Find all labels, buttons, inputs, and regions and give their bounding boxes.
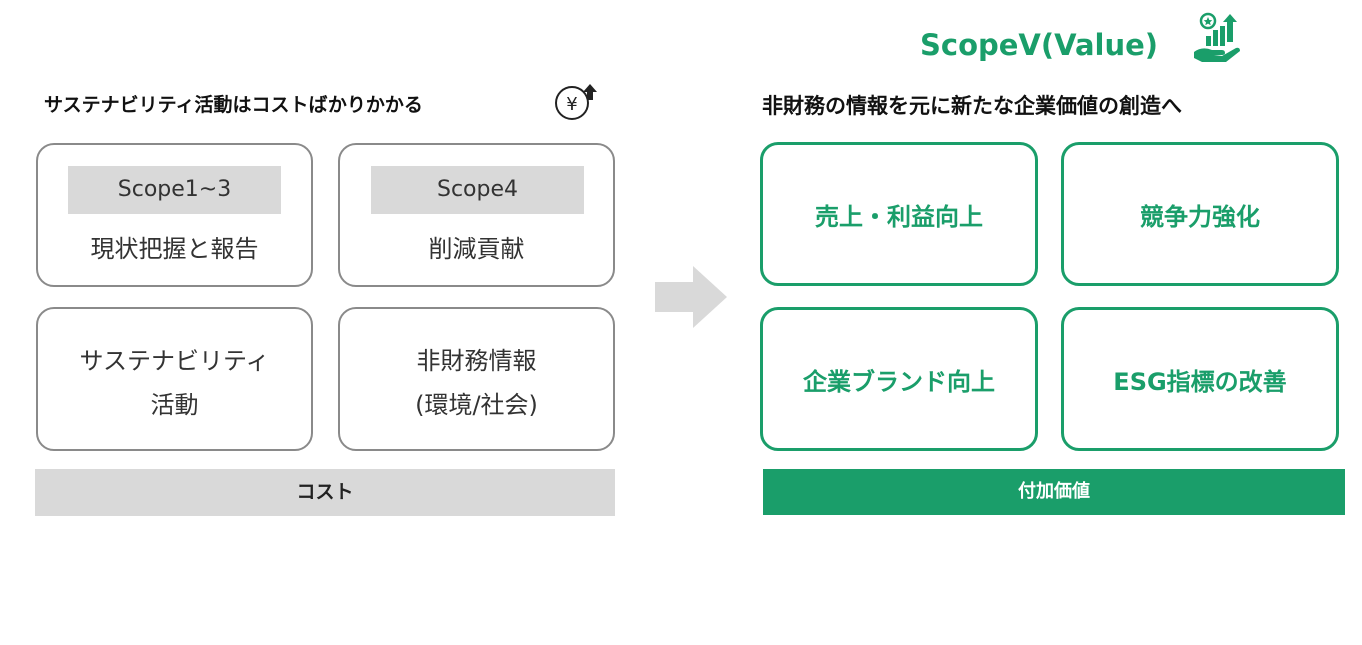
brand-box: 企業ブランド向上 <box>760 307 1038 451</box>
sales-profit-box: 売上・利益向上 <box>760 142 1038 286</box>
scope1-3-tag: Scope1~3 <box>68 166 281 214</box>
sustainability-activity-line1: サステナビリティ <box>79 347 270 375</box>
right-arrow-icon <box>655 266 727 328</box>
scope4-text: 削減貢献 <box>428 235 525 263</box>
scopev-title: ScopeV(Value) <box>920 28 1159 62</box>
scope4-box: Scope4 削減貢献 <box>338 143 615 287</box>
nonfinancial-info-line2: (環境/社会) <box>415 391 538 419</box>
value-added-bar: 付加価値 <box>763 469 1345 515</box>
value-heading: 非財務の情報を元に新たな企業価値の創造へ <box>762 94 1182 118</box>
brand-label: 企業ブランド向上 <box>803 367 995 396</box>
nonfinancial-info-box: 非財務情報 (環境/社会) <box>338 307 615 451</box>
svg-text:¥: ¥ <box>566 94 577 115</box>
competitiveness-label: 競争力強化 <box>1140 202 1260 231</box>
scope1-3-text: 現状把握と報告 <box>90 235 259 263</box>
esg-label: ESG指標の改善 <box>1113 367 1287 396</box>
sales-profit-label: 売上・利益向上 <box>815 202 983 231</box>
yen-coin-up-icon: ¥ <box>555 84 597 120</box>
cost-bar: コスト <box>35 469 615 516</box>
sustainability-activity-line2: 活動 <box>150 391 199 419</box>
scope4-tag: Scope4 <box>371 166 584 214</box>
esg-box: ESG指標の改善 <box>1061 307 1339 451</box>
nonfinancial-info-line1: 非財務情報 <box>416 347 537 375</box>
scope1-3-box: Scope1~3 現状把握と報告 <box>36 143 313 287</box>
competitiveness-box: 競争力強化 <box>1061 142 1339 286</box>
cost-heading: サステナビリティ活動はコストばかりかかる <box>44 94 423 116</box>
hand-growth-chart-icon <box>1194 12 1240 62</box>
sustainability-activity-box: サステナビリティ 活動 <box>36 307 313 451</box>
